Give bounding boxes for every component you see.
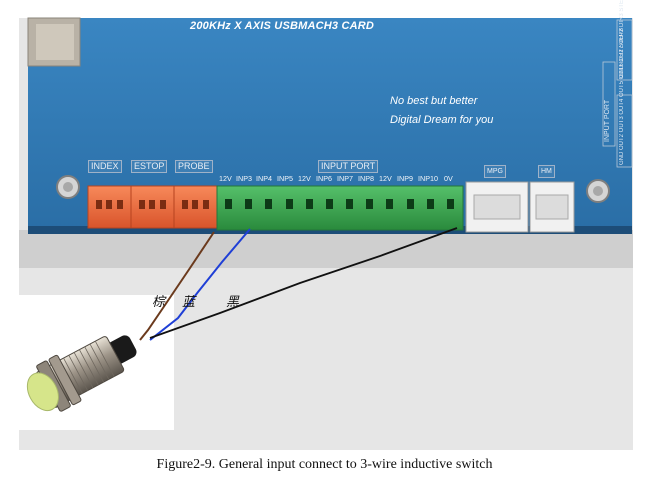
photo-shadow-band bbox=[19, 230, 633, 268]
mount-screw-left-head bbox=[63, 182, 73, 192]
mount-screw-right-head bbox=[593, 186, 603, 196]
pin-label-5: 12V bbox=[298, 174, 311, 183]
label-input-port: INPUT PORT bbox=[318, 160, 379, 173]
pin-label-10: INP9 bbox=[397, 174, 413, 183]
board-slogan-line2: Digital Dream for you bbox=[390, 114, 494, 126]
sensor-cap bbox=[26, 372, 59, 412]
wire-brown bbox=[139, 231, 215, 341]
pin-label-2: INP3 bbox=[236, 174, 252, 183]
pin-label-6: INP6 bbox=[316, 174, 332, 183]
wire-label-blue: 蓝 bbox=[182, 295, 196, 310]
usb-connector-inner bbox=[36, 24, 74, 60]
wire-black bbox=[149, 227, 458, 339]
connector-hm-slot bbox=[535, 194, 569, 220]
pin-label-1: 12V bbox=[219, 174, 232, 183]
pin-label-9: 12V bbox=[379, 174, 392, 183]
inductive-sensor bbox=[26, 335, 137, 412]
connector-mpg-slot bbox=[473, 194, 521, 220]
pin-label-12: 0V bbox=[444, 174, 453, 183]
pin-label-8: INP8 bbox=[358, 174, 374, 183]
sensor-nut-front bbox=[48, 354, 82, 406]
side-frame-input bbox=[602, 61, 616, 147]
wire-blue bbox=[149, 228, 251, 341]
orange-terminal-screws bbox=[96, 200, 209, 209]
label-mpg: MPG bbox=[484, 165, 506, 178]
board-title: 200KHz X AXIS USBMACH3 CARD bbox=[190, 20, 375, 32]
wire-label-brown: 棕 bbox=[152, 295, 166, 310]
controller-board bbox=[27, 17, 633, 234]
side-frame-top bbox=[616, 19, 633, 81]
pin-label-11: INP10 bbox=[418, 174, 438, 183]
board-slogan-line1: No best but better bbox=[390, 95, 478, 107]
green-terminal-screws bbox=[225, 199, 454, 209]
pin-label-4: INP5 bbox=[277, 174, 293, 183]
side-frame-bottom bbox=[616, 94, 633, 168]
side-label-input: INPUT PORT bbox=[604, 99, 611, 142]
side-label-bottom: GND OUT2 OUT3 OUT4 OUT5 OUT6 OUT7 OUT8 bbox=[619, 27, 625, 165]
pin-label-7: INP7 bbox=[337, 174, 353, 183]
terminal-input-port bbox=[216, 185, 464, 231]
wire-label-black: 黑 bbox=[226, 295, 240, 310]
pin-label-3: INP4 bbox=[256, 174, 272, 183]
figure-caption: Figure2-9. General input connect to 3-wi… bbox=[156, 457, 493, 472]
label-probe: PROBE bbox=[175, 160, 213, 173]
label-index: INDEX bbox=[88, 160, 122, 173]
label-estop: ESTOP bbox=[131, 160, 168, 173]
wires bbox=[139, 227, 458, 341]
label-hm: HM bbox=[538, 165, 555, 178]
